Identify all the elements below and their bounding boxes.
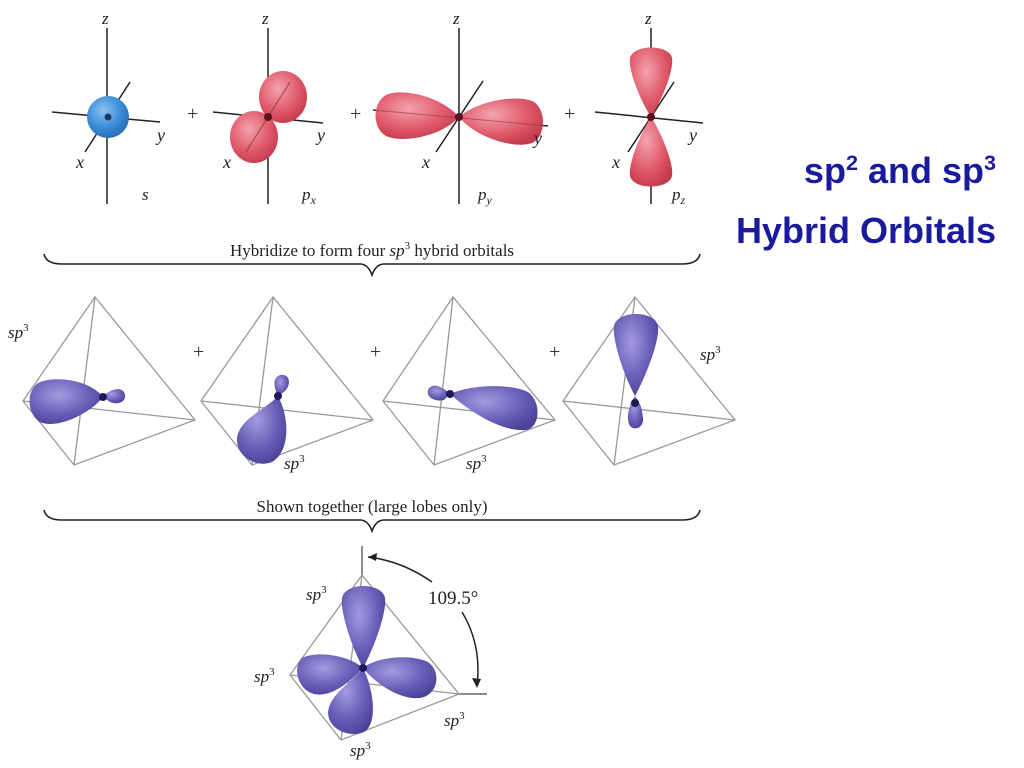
sp3-orbital-panel-1: sp3 (8, 295, 197, 466)
shown-together-brace: Shown together (large lobes only) (43, 497, 701, 534)
sp3-label-top: sp3 (306, 584, 327, 604)
axis-label-z: z (261, 9, 269, 28)
hybridize-caption: Hybridize to form four sp3 hybrid orbita… (230, 240, 514, 260)
sp3-lobe-top (341, 586, 386, 668)
sp3-label-right: sp3 (444, 710, 465, 730)
py-lobe-left (375, 92, 459, 139)
sp3-label-bottom: sp3 (350, 740, 371, 760)
sp3-lobe-left (297, 654, 363, 695)
plus-sign: + (350, 103, 361, 125)
sp3-label: sp3 (8, 322, 29, 342)
pz-orbital-panel: z y x pz (594, 9, 704, 207)
title-line-2: Hybrid Orbitals (735, 210, 996, 251)
axis-label-z: z (644, 9, 652, 28)
sp3-large-lobe (236, 396, 287, 464)
axis-label-x: x (611, 152, 620, 172)
arrowhead-icon (472, 678, 481, 688)
axis-label-y: y (532, 128, 542, 148)
title-sup-3: 3 (983, 150, 996, 175)
title-line-1: sp2 and sp3 (804, 150, 996, 192)
sp3-lobe-right (363, 657, 437, 699)
sp3-small-lobe (427, 385, 450, 401)
plus-sign: + (193, 341, 204, 363)
py-orbital-panel: z y x py (372, 9, 549, 207)
hybridize-brace: Hybridize to form four sp3 hybrid orbita… (43, 240, 701, 278)
title-sp-text: sp (803, 150, 846, 191)
sp3-label: sp3 (700, 344, 721, 364)
px-lobe-back (259, 71, 307, 123)
arrowhead-icon (368, 553, 377, 561)
pz-lobe-bottom (629, 117, 673, 187)
sp3-orbital-panel-2: sp3 (200, 295, 375, 473)
axis-label-x: x (421, 152, 430, 172)
nucleus-icon (446, 390, 454, 398)
sp3-small-lobe (103, 389, 126, 404)
sp3-small-lobe (274, 374, 289, 396)
px-orbital-panel: z y x px (212, 9, 325, 207)
combined-sp3-panel: 109.5° sp3 sp3 sp3 sp3 (254, 546, 487, 760)
pz-lobe-top (629, 47, 673, 117)
plus-sign: + (549, 341, 560, 363)
axis-label-y: y (315, 125, 325, 145)
sp3-orbital-panel-3: sp3 (382, 295, 557, 473)
angle-arrow-lower (461, 611, 479, 687)
orbital-label-s: s (142, 185, 149, 204)
title-sup-2: 2 (845, 150, 858, 175)
orbital-label-pz: pz (671, 185, 686, 207)
plus-sign: + (370, 341, 381, 363)
shown-together-caption: Shown together (large lobes only) (256, 497, 487, 516)
axis-label-x: x (75, 152, 84, 172)
nucleus-icon (99, 393, 107, 401)
nucleus-icon (647, 113, 655, 121)
nucleus-icon (455, 113, 463, 121)
sp3-orbital-panel-4: sp3 (562, 295, 737, 466)
title-and-sp-text: and sp (857, 150, 984, 191)
orbital-label-px: px (301, 185, 317, 207)
sp3-large-lobe (613, 314, 659, 396)
nucleus-icon (359, 664, 367, 672)
nucleus-icon (631, 399, 639, 407)
nucleus-icon (274, 392, 282, 400)
s-orbital-panel: z y x s (51, 9, 165, 204)
axis-label-z: z (101, 9, 109, 28)
sp3-lobe-bottom (328, 668, 373, 734)
axis-label-x: x (222, 152, 231, 172)
nucleus-icon (104, 113, 112, 121)
axis-label-y: y (155, 125, 165, 145)
axis-label-y: y (687, 125, 697, 145)
sp3-large-lobe (29, 379, 104, 424)
plus-sign: + (187, 103, 198, 125)
sp3-label-left: sp3 (254, 666, 275, 686)
bond-angle-label: 109.5° (428, 588, 478, 609)
angle-arrow-upper (367, 556, 433, 583)
orbital-label-py: py (477, 185, 493, 207)
plus-sign: + (564, 103, 575, 125)
sp3-large-lobe (450, 386, 538, 431)
axis-label-z: z (452, 9, 460, 28)
px-lobe-front (230, 111, 278, 163)
nucleus-icon (264, 113, 272, 121)
sp3-label: sp3 (284, 453, 305, 473)
sp3-label: sp3 (466, 453, 487, 473)
